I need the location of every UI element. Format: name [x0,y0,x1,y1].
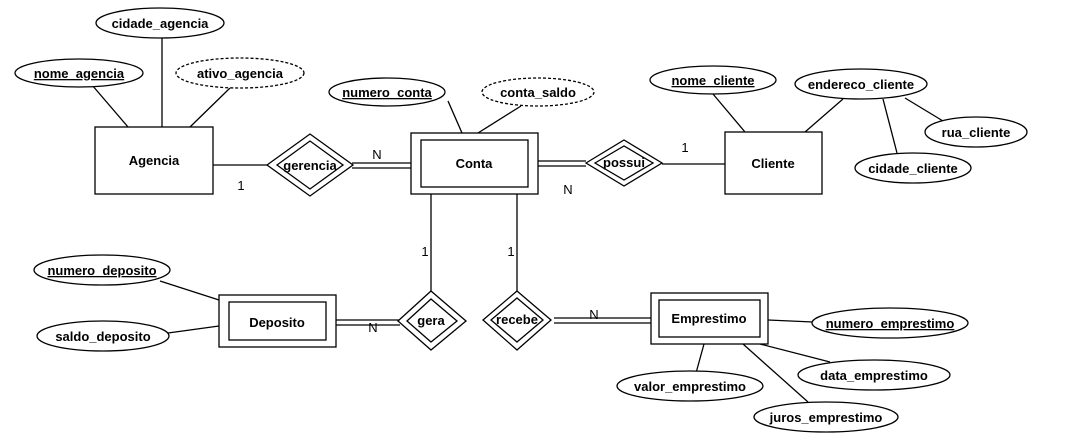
cardinality-gerencia-conta: N [372,147,381,162]
svg-text:nome_cliente: nome_cliente [671,73,754,88]
svg-text:numero_emprestimo: numero_emprestimo [826,316,955,331]
svg-text:rua_cliente: rua_cliente [942,125,1011,140]
attribute-cidade-agencia[interactable]: cidade_agencia [95,7,225,39]
entity-agencia[interactable]: Agencia [94,126,214,195]
svg-text:cidade_agencia: cidade_agencia [112,16,210,31]
cardinality-recebe-emprestimo: N [589,307,598,322]
attribute-nome-cliente[interactable]: nome_cliente [649,65,777,95]
svg-text:conta_saldo: conta_saldo [500,85,576,100]
cardinality-conta-gera: 1 [421,244,428,259]
attribute-numero-emprestimo[interactable]: numero_emprestimo [811,307,969,339]
svg-text:valor_emprestimo: valor_emprestimo [634,379,746,394]
attribute-cidade-cliente[interactable]: cidade_cliente [854,152,972,184]
relationship-possui-label: possui [603,155,645,170]
entity-conta-label: Conta [456,156,494,171]
entity-agencia-label: Agencia [129,153,180,168]
entity-conta[interactable]: Conta [410,132,539,195]
entity-deposito[interactable]: Deposito [218,294,337,348]
svg-text:ativo_agencia: ativo_agencia [197,66,284,81]
entity-emprestimo-label: Emprestimo [671,311,746,326]
relationship-gera-label: gera [417,313,445,328]
cardinalities: 1 N N 1 1 N 1 N [237,140,688,335]
attribute-rua-cliente[interactable]: rua_cliente [924,116,1028,148]
attribute-numero-conta[interactable]: numero_conta [328,77,446,107]
svg-text:juros_emprestimo: juros_emprestimo [769,410,883,425]
svg-text:numero_deposito: numero_deposito [47,263,156,278]
attribute-nome-agencia[interactable]: nome_agencia [14,58,144,88]
entity-emprestimo[interactable]: Emprestimo [650,292,769,345]
relationship-gera[interactable]: gera [397,290,468,351]
relationship-recebe[interactable]: recebe [482,290,552,351]
svg-text:numero_conta: numero_conta [342,85,432,100]
attribute-conta-saldo[interactable]: conta_saldo [481,77,595,107]
entity-cliente[interactable]: Cliente [724,131,823,195]
attribute-data-emprestimo[interactable]: data_emprestimo [797,359,951,391]
entity-cliente-label: Cliente [751,156,794,171]
svg-text:saldo_deposito: saldo_deposito [55,329,150,344]
attribute-ativo-agencia[interactable]: ativo_agencia [175,57,305,89]
attribute-saldo-deposito[interactable]: saldo_deposito [36,320,170,352]
entity-deposito-label: Deposito [249,315,305,330]
cardinality-conta-possui: N [563,182,572,197]
cardinality-gera-deposito: N [368,320,377,335]
attribute-endereco-cliente[interactable]: endereco_cliente [794,68,928,100]
cardinality-possui-cliente: 1 [681,140,688,155]
relationship-gerencia[interactable]: gerencia [265,133,355,197]
attribute-juros-emprestimo[interactable]: juros_emprestimo [753,401,899,433]
attribute-numero-deposito[interactable]: numero_deposito [33,254,171,286]
relationship-gerencia-label: gerencia [283,158,337,173]
connections [91,38,944,403]
svg-text:nome_agencia: nome_agencia [34,66,125,81]
svg-text:data_emprestimo: data_emprestimo [820,368,928,383]
relationship-possui[interactable]: possui [584,139,664,187]
svg-text:cidade_cliente: cidade_cliente [868,161,958,176]
attribute-valor-emprestimo[interactable]: valor_emprestimo [616,370,764,402]
svg-text:endereco_cliente: endereco_cliente [808,77,914,92]
cardinality-conta-recebe: 1 [507,244,514,259]
relationship-recebe-label: recebe [496,312,538,327]
cardinality-agencia-gerencia: 1 [237,178,244,193]
